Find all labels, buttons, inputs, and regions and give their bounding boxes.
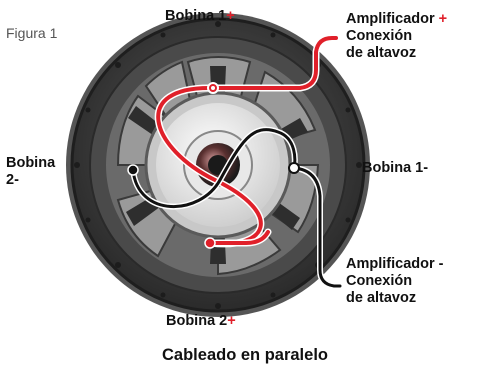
- label-coil1-minus: Bobina 1-: [362, 160, 429, 176]
- label-amp-minus-line1: Amplificador -: [346, 256, 444, 272]
- figure-label: Figura 1: [6, 25, 58, 41]
- negative-wire-jumper: [131, 128, 297, 209]
- label-amp-plus: Amplificador + Conexión de altavoz: [346, 11, 447, 62]
- label-amp-plus-line3: de altavoz: [346, 45, 417, 61]
- label-amp-plus-line1: Amplificador: [346, 11, 435, 27]
- label-coil1-plus-sign: +: [226, 8, 235, 24]
- mounting-holes: [74, 21, 362, 309]
- positive-wire-jumper: [156, 85, 263, 246]
- positive-wire-tail: [208, 230, 270, 245]
- label-amp-minus-line2: Conexión: [346, 273, 413, 289]
- label-amp-plus-line2: Conexión: [346, 28, 413, 44]
- label-amp-plus-sign: +: [438, 11, 448, 27]
- wires: [130, 34, 343, 289]
- label-coil2-plus-text: Bobina 2: [166, 313, 228, 329]
- terminal-coil1-minus: [288, 162, 300, 174]
- label-coil2-plus-sign: +: [227, 313, 236, 329]
- label-coil1-plus: Bobina 1+: [165, 8, 235, 25]
- label-coil2-minus-line2: 2-: [6, 172, 19, 188]
- label-coil1-plus-text: Bobina 1: [165, 8, 227, 24]
- speaker: [66, 13, 370, 317]
- speaker-frame-edge: [70, 17, 366, 313]
- negative-wire-amp: [292, 166, 342, 288]
- label-amp-minus-line3: de altavoz: [346, 290, 417, 306]
- label-coil2-minus: Bobina 2-: [6, 155, 55, 189]
- diagram-caption: Cableado en paralelo: [162, 346, 328, 364]
- terminal-coil2-plus: [204, 237, 216, 249]
- terminal-coil2-minus: [127, 164, 139, 176]
- terminal-coil1-plus-dot: [211, 86, 215, 90]
- positive-wire-amp: [216, 36, 338, 90]
- label-coil2-minus-line1: Bobina: [6, 155, 56, 171]
- label-coil2-plus: Bobina 2+: [166, 313, 236, 330]
- label-amp-minus: Amplificador - Conexión de altavoz: [346, 256, 443, 307]
